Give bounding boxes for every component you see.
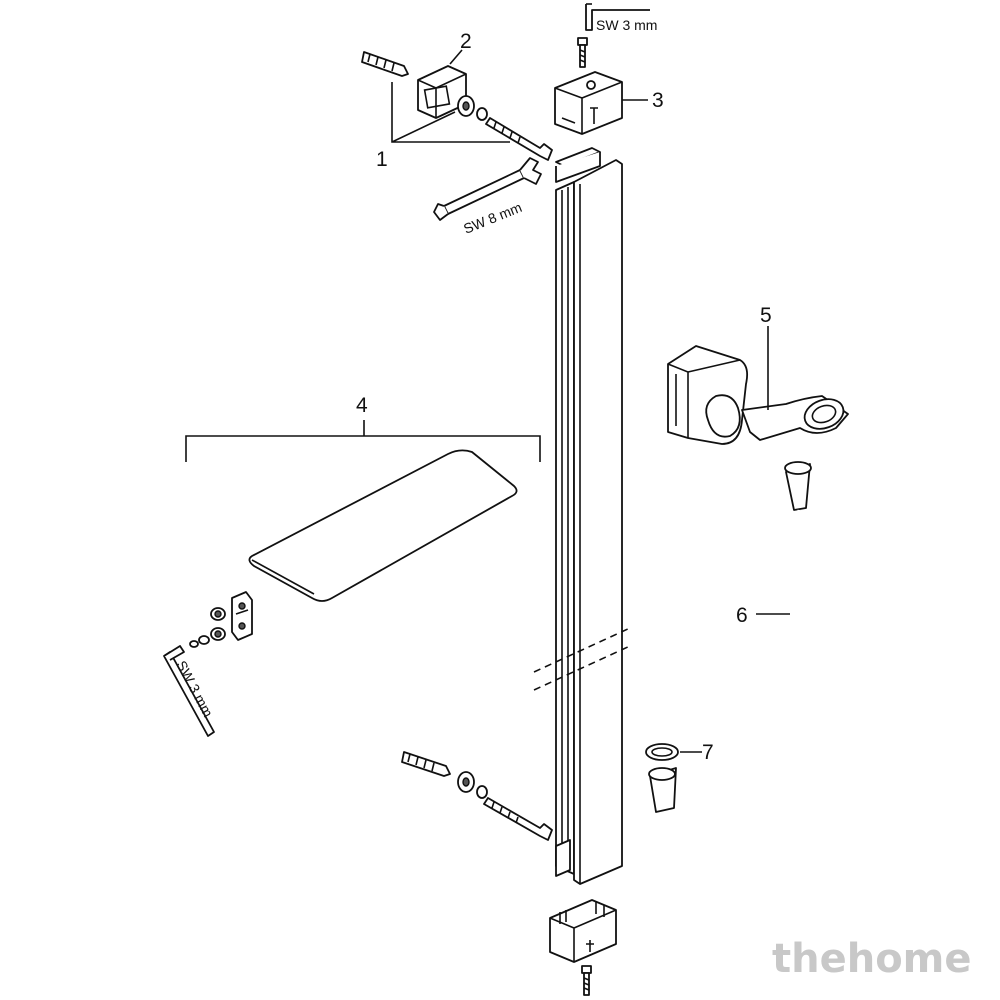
callout-3: 3 [652,89,664,112]
callout-7: 7 [702,741,714,764]
bottom-small-screw [581,965,592,996]
callout-1: 1 [376,148,388,171]
shelf-set-screws [189,607,226,648]
callout-2-leader [449,49,463,65]
watermark: thehome [772,936,972,982]
wrench-label: SW 8 mm [461,199,524,237]
top-washer [457,95,488,121]
shower-hose [648,461,812,932]
hex-key-left: SW 3 mm [163,645,216,737]
callout-6: 6 [736,604,748,627]
bottom-long-screw [483,797,553,841]
top-small-screw [577,37,588,68]
wrench: SW 8 mm [433,157,542,237]
slider-holder [667,345,849,445]
top-wall-plug [361,51,409,77]
slide-rail [533,147,631,885]
shelf [248,449,518,602]
bottom-wall-plug [401,751,451,777]
wall-bracket [417,65,467,119]
callout-4-bracket [185,420,541,462]
callout-2: 2 [460,30,472,53]
shelf-bracket [231,591,253,641]
bottom-end-cap [549,899,617,963]
callout-4: 4 [356,394,368,417]
top-long-screw [485,117,553,161]
seal-ring [645,743,679,761]
hex-key-top-label: SW 3 mm [596,17,657,33]
hex-key-top: SW 3 mm [585,3,657,33]
callout-1-bracket [391,82,510,143]
callout-5: 5 [760,304,772,327]
bottom-washer [457,771,488,799]
top-end-cap [554,71,623,135]
